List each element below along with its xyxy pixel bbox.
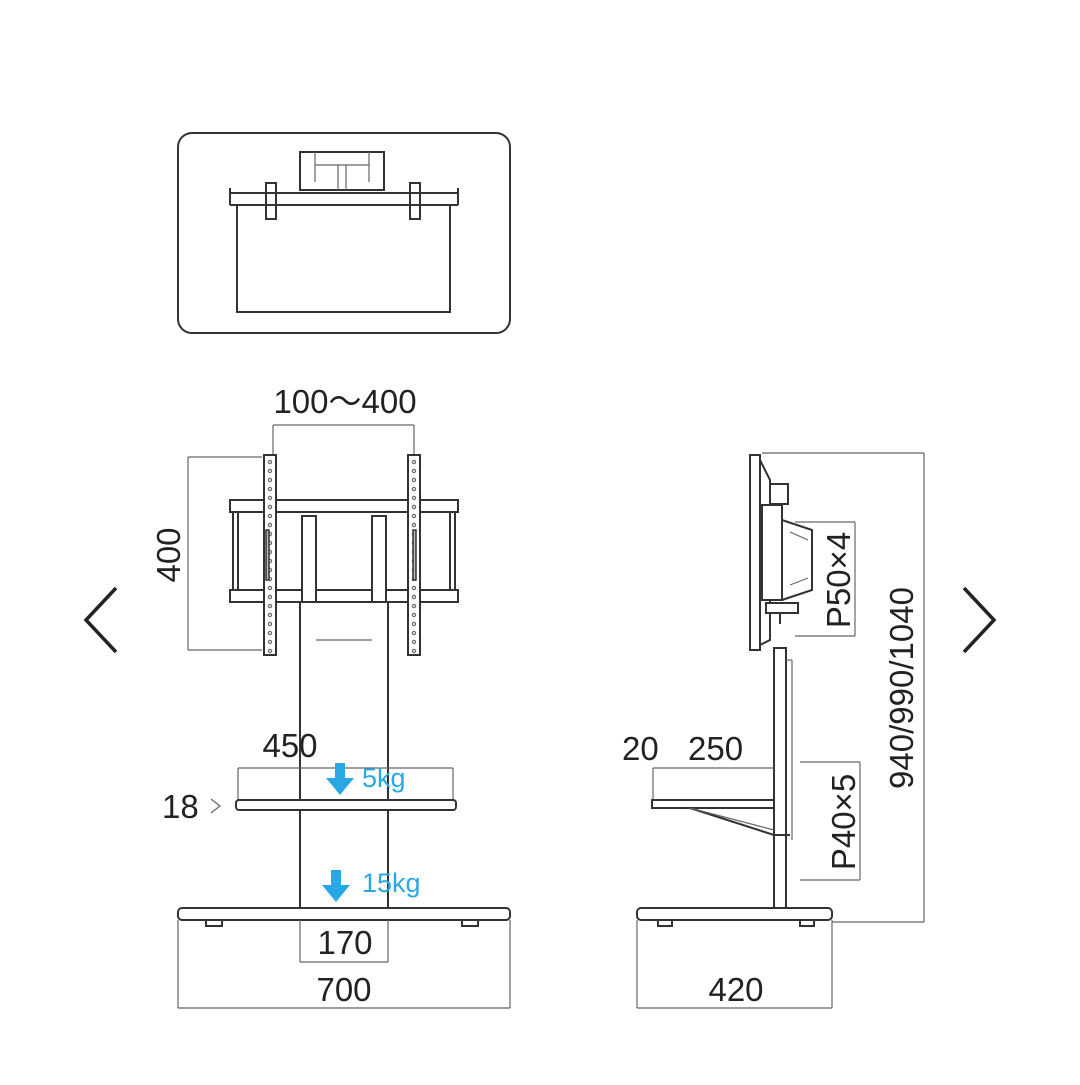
- next-button[interactable]: [948, 580, 1008, 660]
- rail-hole: [411, 459, 417, 465]
- front-view: 100～400 400 450 18: [150, 383, 511, 1009]
- front-base: [177, 907, 511, 921]
- side-shelf-bracket: [689, 807, 775, 837]
- rail-hole: [267, 495, 273, 501]
- rail-hole: [267, 639, 273, 645]
- total-height-label: 940/990/1040: [883, 587, 920, 789]
- rail-hole: [267, 630, 273, 636]
- rail-hole: [411, 639, 417, 645]
- chevron-right-icon: [962, 586, 997, 654]
- side-view: P50×4 20 250 P40×5 940/990/1040 420: [622, 452, 925, 1009]
- rail-hole: [267, 648, 273, 654]
- base-load-arrow-icon: [322, 870, 350, 902]
- rail-hole: [267, 522, 273, 528]
- rail-hole: [411, 495, 417, 501]
- front-shelf: [235, 799, 457, 811]
- rail-hole: [267, 468, 273, 474]
- mount-pitch-label: P50×4: [820, 532, 857, 628]
- side-tv-panel: [749, 454, 761, 651]
- rail-hole: [411, 522, 417, 528]
- chevron-left-icon: [83, 586, 118, 654]
- left-vesa-rail: [263, 454, 277, 656]
- rail-hole: [267, 459, 273, 465]
- rail-hole: [267, 486, 273, 492]
- rail-hole: [411, 648, 417, 654]
- rail-hole: [411, 468, 417, 474]
- top-view-frame: [177, 132, 511, 334]
- rail-hole: [267, 585, 273, 591]
- shelf-load-label: 5kg: [362, 763, 406, 793]
- rail-hole: [267, 504, 273, 510]
- shelf-width-label: 450: [262, 727, 317, 764]
- shelf-load-arrow-icon: [326, 763, 354, 795]
- shelf-depth-label: 250: [688, 730, 743, 767]
- rail-hole: [411, 585, 417, 591]
- rail-hole: [411, 630, 417, 636]
- rail-hole: [411, 477, 417, 483]
- rail-hole: [411, 612, 417, 618]
- rail-hole: [411, 621, 417, 627]
- shelf-thickness-label: 18: [162, 788, 199, 825]
- side-shelf: [651, 799, 775, 809]
- rail-hole: [267, 621, 273, 627]
- shelf-pitch-label: P40×5: [825, 774, 862, 870]
- rail-hole: [411, 594, 417, 600]
- shelf-offset-label: 20: [622, 730, 659, 767]
- top-view-shelf: [236, 205, 451, 313]
- rail-hole: [411, 486, 417, 492]
- rail-hole: [267, 612, 273, 618]
- vesa-width-label: 100～400: [273, 383, 416, 420]
- rail-hole: [411, 504, 417, 510]
- side-base: [636, 907, 833, 921]
- rail-hole: [411, 513, 417, 519]
- base-load-label: 15kg: [362, 868, 421, 898]
- vesa-height-label: 400: [150, 527, 187, 582]
- prev-button[interactable]: [72, 580, 132, 660]
- side-pole: [773, 647, 787, 911]
- rail-hole: [267, 603, 273, 609]
- rail-hole: [411, 603, 417, 609]
- base-depth-label: 420: [708, 971, 763, 1008]
- rail-hole: [267, 477, 273, 483]
- base-width-label: 700: [316, 971, 371, 1008]
- top-view: [177, 132, 511, 334]
- front-pole: [299, 596, 389, 910]
- rail-hole: [267, 513, 273, 519]
- rail-hole: [267, 594, 273, 600]
- top-view-clamp: [299, 151, 385, 191]
- pole-width-label: 170: [317, 924, 372, 961]
